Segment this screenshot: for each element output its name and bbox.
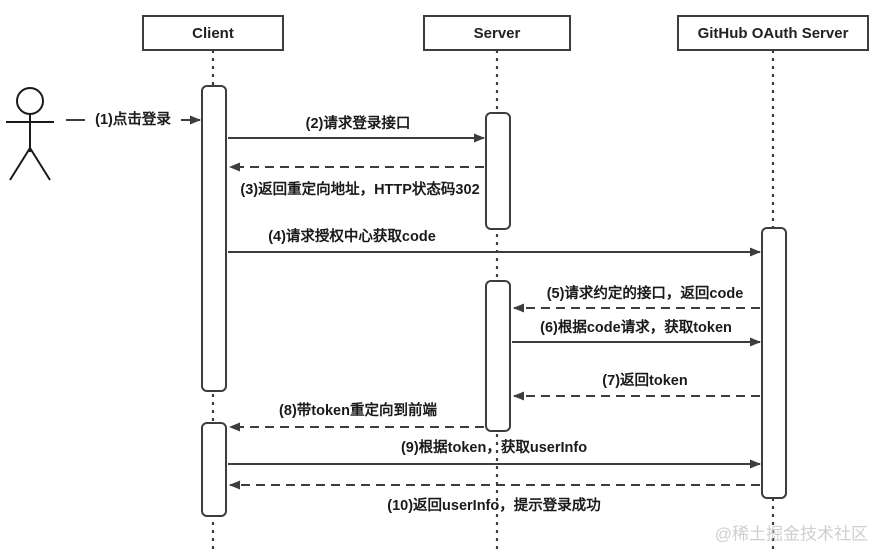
message-3-label: (3)返回重定向地址，HTTP状态码302 (240, 180, 479, 198)
lifeline-title-server: Server (474, 25, 521, 42)
message-9-label: (9)根据token，获取userInfo (401, 438, 587, 456)
lifeline-title-github: GitHub OAuth Server (698, 25, 849, 42)
message-4-label: (4)请求授权中心获取code (268, 227, 436, 245)
message-10-label: (10)返回userInfo，提示登录成功 (387, 496, 601, 514)
message-7[interactable]: (7)返回token (513, 371, 760, 401)
message-5-label: (5)请求约定的接口，返回code (547, 284, 744, 302)
lifeline-head-github[interactable]: GitHub OAuth Server (677, 15, 869, 51)
message-4[interactable]: (4)请求授权中心获取code (228, 227, 761, 257)
activation-server-1[interactable] (485, 112, 511, 230)
message-7-label: (7)返回token (602, 371, 687, 389)
activation-client-2[interactable] (201, 422, 227, 517)
message-8-label: (8)带token重定向到前端 (279, 401, 437, 419)
lifeline-head-server[interactable]: Server (423, 15, 571, 51)
message-2[interactable]: (2)请求登录接口 (228, 114, 485, 143)
message-2-label: (2)请求登录接口 (306, 114, 411, 132)
lifeline-title-client: Client (192, 25, 234, 42)
actor-stick-figure (6, 87, 54, 181)
message-8[interactable]: (8)带token重定向到前端 (229, 401, 484, 432)
activation-server-2[interactable] (485, 280, 511, 432)
message-10[interactable]: (10)返回userInfo，提示登录成功 (229, 480, 760, 514)
watermark-text: @稀土掘金技术社区 (715, 524, 868, 543)
message-1[interactable]: (1)点击登录 (66, 108, 201, 132)
message-5[interactable]: (5)请求约定的接口，返回code (513, 284, 760, 313)
message-3[interactable]: (3)返回重定向地址，HTTP状态码302 (229, 162, 484, 198)
message-6-label: (6)根据code请求，获取token (540, 318, 732, 336)
message-1-label: (1)点击登录 (95, 110, 171, 128)
lifeline-head-client[interactable]: Client (142, 15, 284, 51)
activation-client-1[interactable] (201, 85, 227, 392)
message-6[interactable]: (6)根据code请求，获取token (512, 318, 761, 347)
activation-github-1[interactable] (761, 227, 787, 499)
message-9[interactable]: (9)根据token，获取userInfo (228, 438, 761, 469)
